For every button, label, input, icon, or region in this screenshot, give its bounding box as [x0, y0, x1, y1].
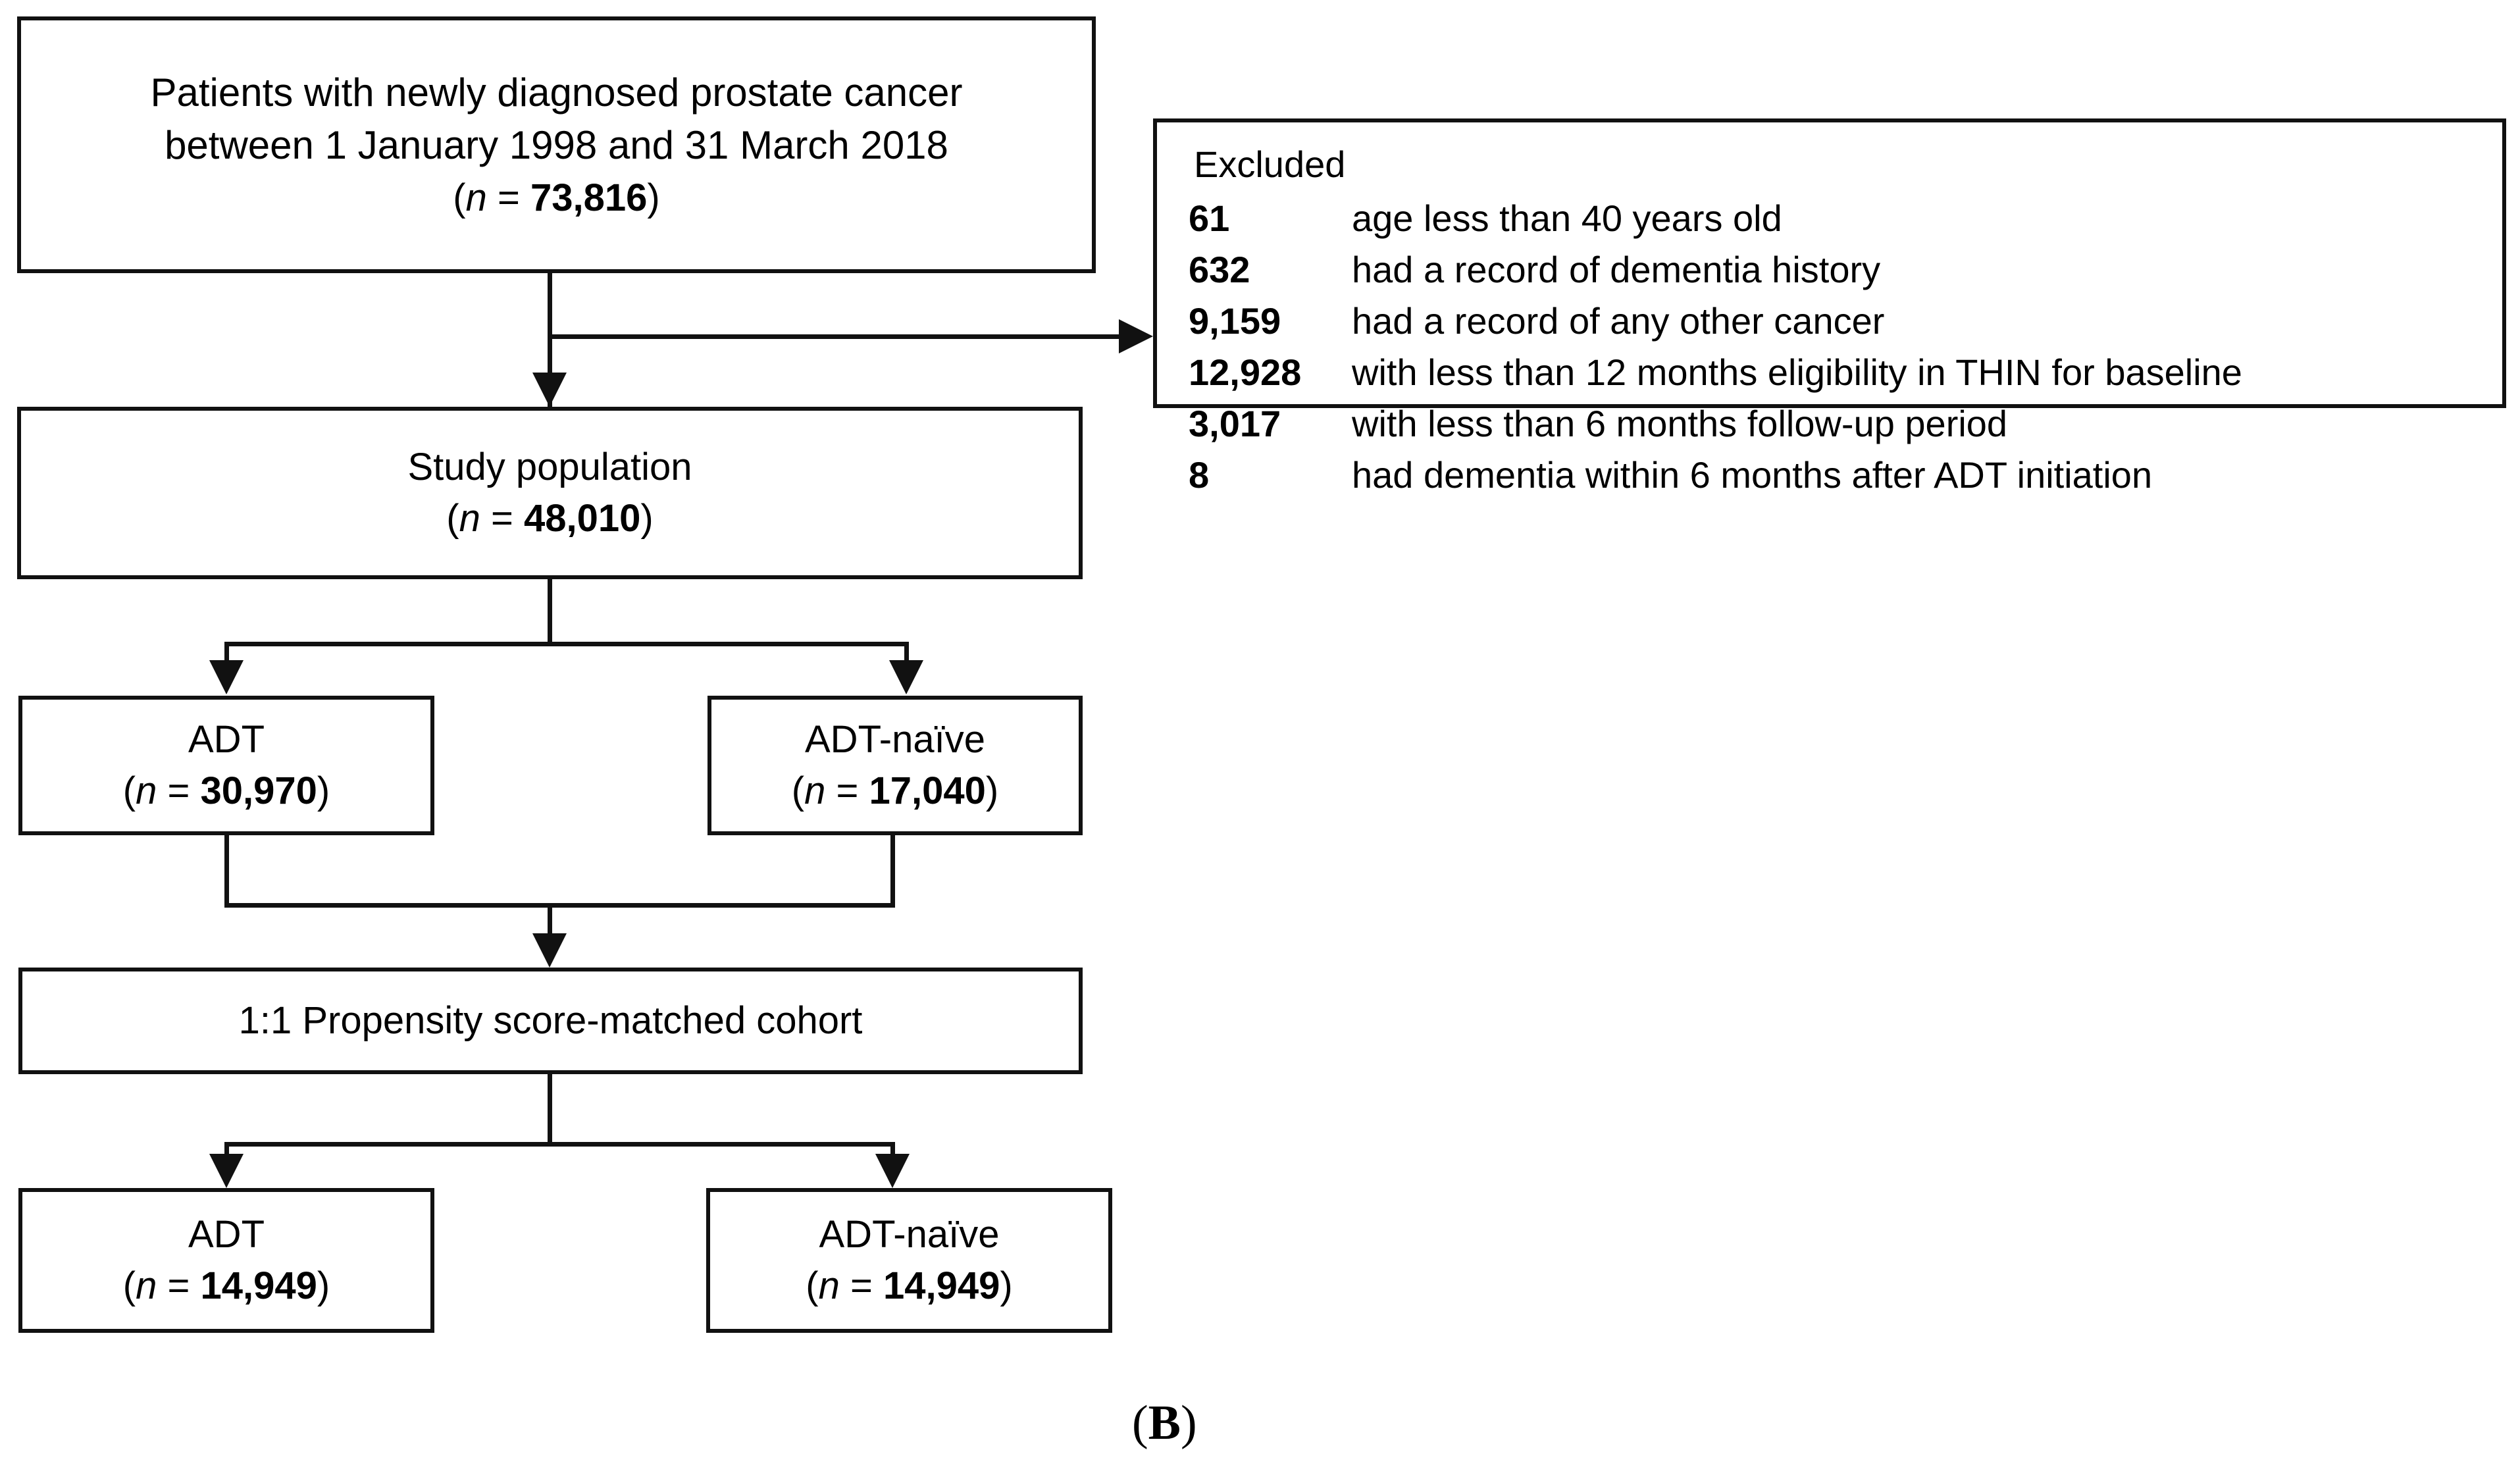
- connector-matched-split-bar: [224, 1142, 895, 1147]
- excluded-count: 61: [1189, 197, 1230, 239]
- excluded-row: 61 age less than 40 years old: [1189, 200, 2502, 237]
- equals-sign: =: [486, 176, 530, 219]
- excluded-description: had dementia within 6 months after ADT i…: [1352, 454, 2153, 496]
- paren-open: (: [122, 1264, 136, 1307]
- adt-unmatched-count: (n = 30,970): [123, 765, 330, 817]
- excluded-row: 8 had dementia within 6 months after ADT…: [1189, 457, 2502, 494]
- excluded-row: 3,017 with less than 6 months follow-up …: [1189, 405, 2502, 442]
- equals-sign: =: [825, 769, 869, 812]
- excluded-row: 632 had a record of dementia history: [1189, 251, 2502, 288]
- equals-sign: =: [157, 769, 201, 812]
- connector-matched-to-adt: [224, 1142, 229, 1158]
- excluded-count: 8: [1189, 454, 1210, 496]
- paren-open: (: [453, 176, 466, 219]
- connector-source-to-excluded: [548, 334, 1121, 339]
- n-value: 48,010: [523, 497, 641, 540]
- connector-adt-merge-left: [224, 835, 229, 908]
- paren-close: ): [647, 176, 660, 219]
- excluded-row: 12,928 with less than 12 months eligibil…: [1189, 354, 2502, 391]
- box-adt-naive-unmatched: ADT-naïve (n = 17,040): [707, 696, 1083, 835]
- n-value: 14,949: [883, 1264, 1000, 1307]
- n-value: 17,040: [869, 769, 986, 812]
- excluded-description: had a record of any other cancer: [1352, 300, 1885, 342]
- excluded-row: 9,159 had a record of any other cancer: [1189, 303, 2502, 340]
- excluded-count: 632: [1189, 249, 1250, 290]
- box-adt-naive-matched: ADT-naïve (n = 14,949): [706, 1188, 1112, 1333]
- connector-adt-merge-right: [890, 835, 895, 908]
- arrowhead-to-excluded: [1119, 319, 1153, 353]
- source-population-line1: Patients with newly diagnosed prostate c…: [150, 70, 963, 115]
- paren-close: ): [317, 769, 330, 812]
- adt-naive-unmatched-line1: ADT-naïve: [805, 718, 985, 762]
- n-symbol: n: [804, 769, 826, 812]
- box-adt-matched: ADT (n = 14,949): [18, 1188, 434, 1333]
- source-population-count: (n = 73,816): [453, 172, 659, 224]
- arrowhead-to-adt-naive-unmatched: [889, 660, 923, 694]
- n-value: 14,949: [200, 1264, 317, 1307]
- paren-close: ): [640, 497, 654, 540]
- excluded-count: 12,928: [1189, 351, 1302, 393]
- n-symbol: n: [136, 769, 157, 812]
- paren-open: (: [806, 1264, 819, 1307]
- box-excluded: Excluded 61 age less than 40 years old 6…: [1153, 118, 2506, 494]
- panel-label-paren-close: ): [1181, 1396, 1197, 1450]
- paren-open: (: [791, 769, 805, 812]
- n-symbol: n: [459, 497, 480, 540]
- n-symbol: n: [465, 176, 487, 219]
- n-value: 73,816: [530, 176, 648, 219]
- n-value: 30,970: [200, 769, 317, 812]
- panel-label: (B): [1132, 1395, 1197, 1451]
- equals-sign: =: [839, 1264, 883, 1307]
- excluded-description: had a record of dementia history: [1352, 249, 1881, 290]
- equals-sign: =: [157, 1264, 201, 1307]
- adt-unmatched-line1: ADT: [188, 718, 265, 762]
- excluded-description: with less than 12 months eligibility in …: [1352, 351, 2242, 393]
- connector-study-to-adt-naive: [904, 642, 909, 661]
- box-matched-cohort: 1:1 Propensity score-matched cohort: [18, 968, 1083, 1074]
- excluded-title: Excluded: [1194, 143, 1346, 185]
- n-symbol: n: [136, 1264, 157, 1307]
- adt-naive-unmatched-count: (n = 17,040): [792, 765, 998, 817]
- box-adt-unmatched: ADT (n = 30,970): [18, 696, 434, 835]
- paren-open: (: [122, 769, 136, 812]
- paren-close: ): [985, 769, 999, 812]
- arrowhead-to-matched-cohort: [532, 933, 567, 968]
- connector-adt-merge-bar: [224, 903, 895, 908]
- box-source-population: Patients with newly diagnosed prostate c…: [17, 16, 1096, 273]
- excluded-description: age less than 40 years old: [1352, 197, 1782, 239]
- source-population-line2: between 1 January 1998 and 31 March 2018: [165, 123, 948, 168]
- arrowhead-to-adt-naive-matched: [875, 1154, 910, 1188]
- connector-matched-split-stem: [548, 1074, 552, 1147]
- connector-study-split-stem: [548, 579, 552, 645]
- excluded-count: 3,017: [1189, 403, 1281, 444]
- panel-label-letter: B: [1148, 1396, 1181, 1450]
- box-study-population: Study population (n = 48,010): [17, 407, 1083, 579]
- paren-open: (: [446, 497, 459, 540]
- adt-naive-matched-line1: ADT-naïve: [819, 1213, 1000, 1256]
- panel-label-paren-open: (: [1132, 1396, 1148, 1450]
- paren-close: ): [317, 1264, 330, 1307]
- excluded-description: with less than 6 months follow-up period: [1352, 403, 2008, 444]
- n-symbol: n: [818, 1264, 840, 1307]
- study-population-count: (n = 48,010): [446, 493, 653, 544]
- adt-matched-count: (n = 14,949): [123, 1260, 330, 1312]
- study-population-line1: Study population: [407, 446, 692, 489]
- connector-merge-to-matched-stem: [548, 903, 552, 936]
- equals-sign: =: [480, 497, 524, 540]
- arrowhead-to-adt-unmatched: [209, 660, 244, 694]
- connector-source-to-study-stem: [548, 273, 552, 425]
- adt-naive-matched-count: (n = 14,949): [806, 1260, 1012, 1312]
- connector-matched-to-adt-naive: [890, 1142, 895, 1158]
- adt-matched-line1: ADT: [188, 1213, 265, 1256]
- arrowhead-to-adt-matched: [209, 1154, 244, 1188]
- arrowhead-to-study-population: [532, 373, 567, 407]
- connector-study-to-adt: [224, 642, 229, 661]
- excluded-count: 9,159: [1189, 300, 1281, 342]
- matched-cohort-line1: 1:1 Propensity score-matched cohort: [238, 999, 863, 1043]
- connector-study-split-bar: [224, 642, 909, 646]
- paren-close: ): [1000, 1264, 1013, 1307]
